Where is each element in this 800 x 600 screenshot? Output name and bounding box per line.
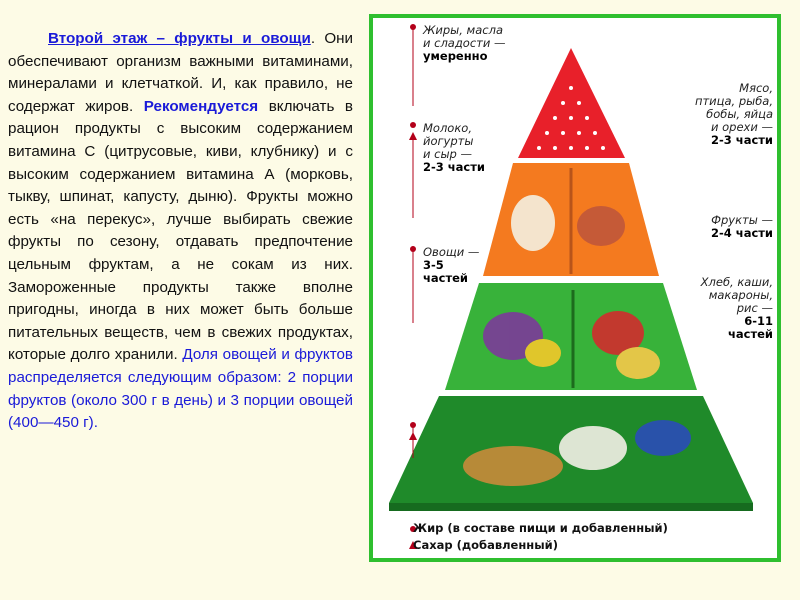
sugar-legend-icon (409, 541, 417, 549)
fruits-vegetables-tier (445, 283, 697, 390)
recommend-highlight: Рекомендуется (143, 97, 259, 115)
paragraph-part-1: . Они обеспечивают организм важными вита… (8, 30, 354, 115)
portion-highlight: Доля овощей и фруктов распределяется сле… (8, 346, 353, 432)
fat-marker-icon (410, 24, 416, 30)
section-heading: Второй этаж – фрукты и овощи (48, 30, 311, 47)
sugar-marker-icon (409, 132, 417, 140)
food-pyramid-illustration (389, 26, 753, 511)
fats-label: Жиры, масла и сладости — умеренно (423, 23, 506, 63)
fat-marker-icon (410, 422, 416, 428)
description-text: Второй этаж – фрукты и овощи. Они обеспе… (8, 28, 353, 435)
fat-marker-icon (410, 246, 416, 252)
fats-sweets-tier (518, 48, 625, 158)
legend-sugar: Сахар (добавленный) (413, 538, 558, 552)
vegetables-label: Овощи — 3-5 частей (423, 245, 480, 285)
fat-legend-icon (410, 526, 416, 532)
grains-label: Хлеб, каши, макароны, рис — 6-11 частей (700, 275, 773, 341)
fruits-label: Фрукты — 2-4 части (711, 213, 773, 240)
food-pyramid-figure: Жиры, масла и сладости — умеренно Мясо, … (369, 14, 781, 562)
legend-fat: Жир (в составе пищи и добавленный) (413, 521, 668, 535)
fat-marker-icon (410, 122, 416, 128)
meat-label: Мясо, птица, рыба, бобы, яйца и орехи — … (694, 81, 773, 147)
dairy-label: Молоко, йогурты и сыр — 2-3 части (423, 121, 485, 174)
sugar-marker-icon (409, 432, 417, 440)
paragraph-part-2: включать в рацион продукты с высоким сод… (8, 97, 353, 364)
